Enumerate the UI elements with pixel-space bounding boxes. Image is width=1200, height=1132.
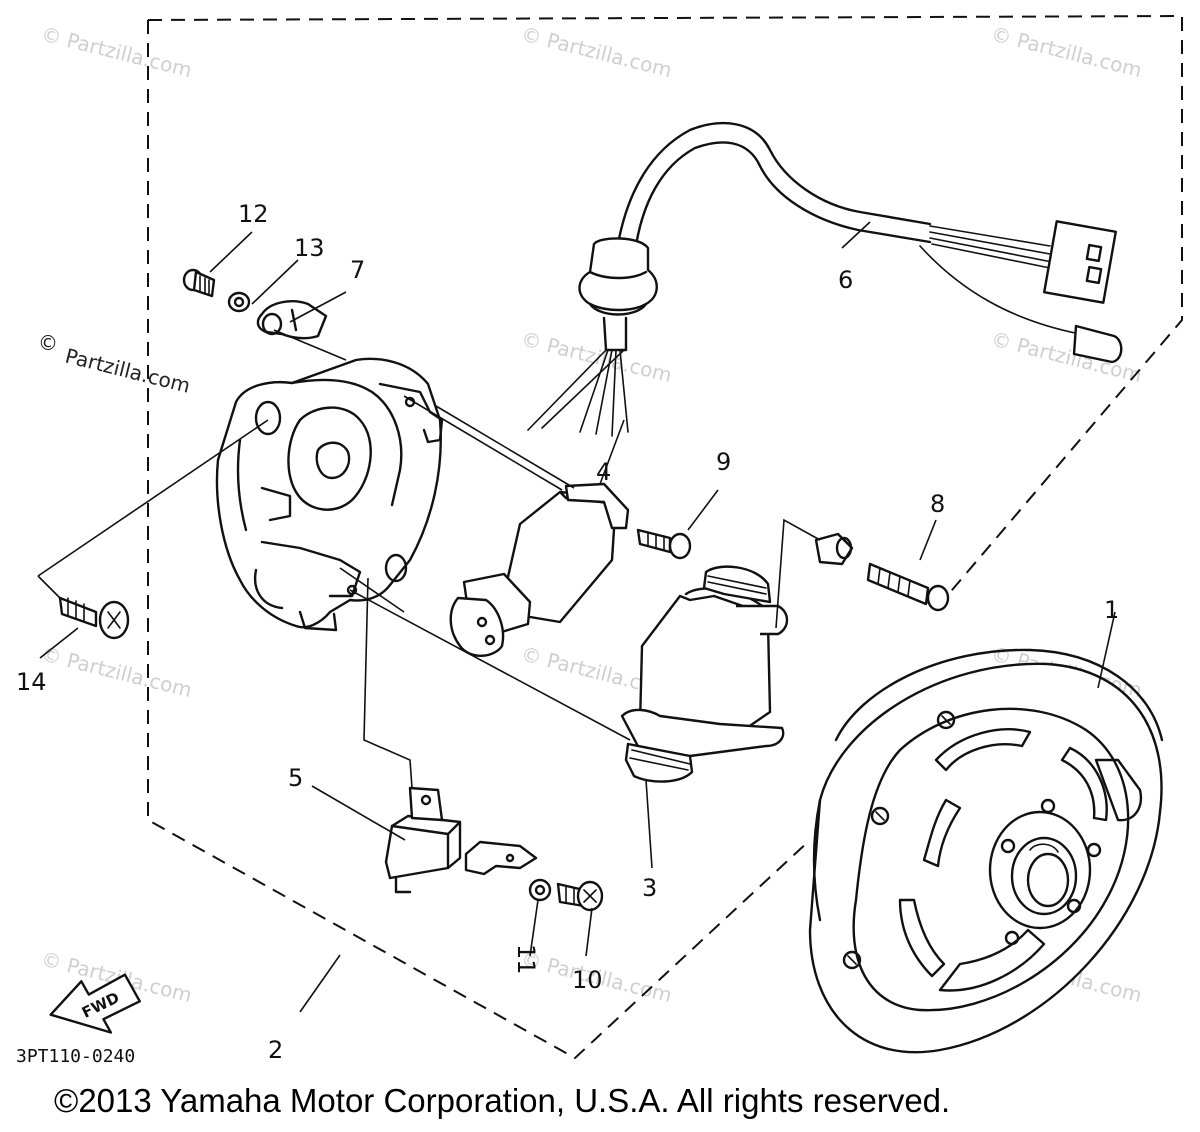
- part-flywheel-rotor: [808, 648, 1164, 1054]
- copyright-notice: ©2013 Yamaha Motor Corporation, U.S.A. A…: [54, 1082, 950, 1119]
- part-screw-8: [814, 532, 950, 612]
- part-washer-11: [528, 878, 552, 902]
- part-charge-coil: [620, 565, 789, 783]
- callout-labels: 1 2 3 4 5 6 7 8 9 10 11 12 13 14: [16, 200, 1119, 1064]
- part-screw-10: [556, 880, 604, 912]
- watermark-prominent: Partzilla.com: [63, 344, 193, 398]
- callout-4: 4: [596, 458, 611, 486]
- watermark-copyright-symbol: ©: [38, 331, 58, 355]
- watermark: © Partzilla.com: [39, 642, 195, 703]
- watermark: © Partzilla.com: [39, 22, 195, 83]
- watermark: © Partzilla.com: [519, 22, 675, 83]
- callout-14: 14: [16, 668, 47, 696]
- fwd-arrow-icon: FWD: [49, 973, 141, 1034]
- watermark: © Partzilla.com: [519, 327, 675, 388]
- part-stator-base: [215, 357, 444, 632]
- callout-2: 2: [268, 1036, 283, 1064]
- part-washer-13: [227, 291, 251, 313]
- leader-lines: [37, 221, 1116, 1013]
- part-bracket-5: [384, 786, 538, 894]
- part-screw-12: [182, 268, 216, 298]
- callout-1: 1: [1104, 596, 1119, 624]
- callout-8: 8: [930, 490, 945, 518]
- callout-7: 7: [350, 256, 365, 284]
- callout-3: 3: [642, 874, 657, 902]
- callout-9: 9: [716, 448, 731, 476]
- part-pickup-coil: [449, 482, 630, 657]
- callout-6: 6: [838, 266, 853, 294]
- watermark: © Partzilla.com: [989, 22, 1145, 83]
- diagram-code: 3PT110-0240: [16, 1046, 135, 1067]
- callout-10: 10: [572, 966, 603, 994]
- callout-13: 13: [294, 234, 325, 262]
- part-wire-harness: [527, 121, 1123, 437]
- part-clamp-7: [256, 300, 328, 340]
- callout-11: 11: [512, 944, 540, 975]
- assembly-boundary: [147, 14, 1183, 1060]
- part-screw-9: [636, 528, 692, 560]
- callout-5: 5: [288, 764, 303, 792]
- part-screw-14: [58, 596, 130, 640]
- callout-12: 12: [238, 200, 269, 228]
- watermark: © Partzilla.com: [989, 327, 1145, 388]
